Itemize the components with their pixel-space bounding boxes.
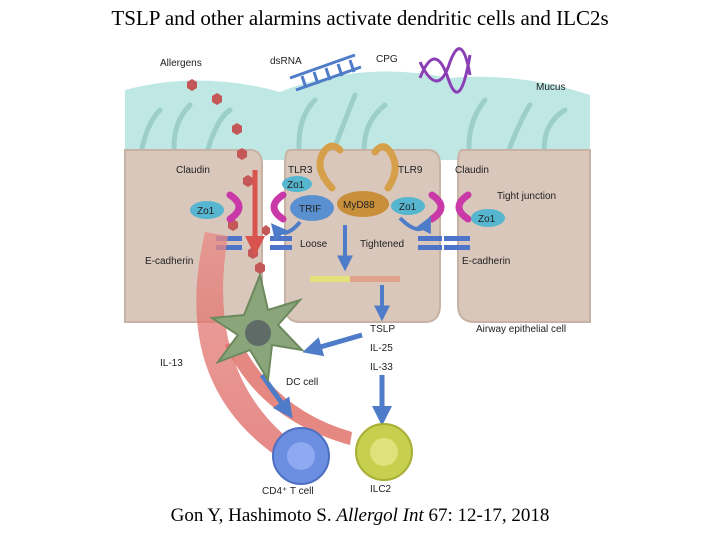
- il13-sweep: [196, 232, 290, 455]
- zo1-oval-right: [471, 209, 505, 227]
- label-zo1-mid: Zo1: [399, 202, 417, 213]
- label-dc-cell: DC cell: [286, 377, 318, 388]
- label-loose: Loose: [300, 239, 328, 250]
- zo1-oval-left: [190, 201, 224, 219]
- label-tlr3: TLR3: [288, 165, 313, 176]
- label-allergens: Allergens: [160, 58, 202, 69]
- label-zo1-left: Zo1: [197, 206, 215, 217]
- tlr9-receptor: [371, 143, 399, 192]
- citation-details: 67: 12-17, 2018: [428, 505, 550, 526]
- alarmin-pathway-diagram: Allergens dsRNA CPG Mucus Claudin TLR3 T…: [124, 47, 591, 497]
- label-ecadherin-left: E-cadherin: [145, 256, 193, 267]
- label-tight-junction: Tight junction: [497, 191, 556, 202]
- claudin-proteins: [226, 191, 472, 223]
- dendritic-cell: [209, 271, 305, 384]
- label-airway-epithelial-cell: Airway epithelial cell: [476, 324, 566, 335]
- tightened-arrow: [398, 216, 431, 235]
- myd88-oval: [337, 191, 389, 217]
- label-tslp: TSLP: [370, 324, 395, 335]
- label-ecadherin-right: E-cadherin: [462, 256, 510, 267]
- loose-arrow: [270, 220, 302, 241]
- dc-to-tcell-arrow: [259, 373, 293, 419]
- cpg-icon: [418, 47, 472, 94]
- trif-oval: [290, 195, 334, 221]
- label-zo1-tlr3: Zo1: [287, 180, 305, 191]
- tslp-to-dc-arrow: [302, 332, 363, 357]
- dsrna-icon: [289, 53, 362, 92]
- zo1-oval-tlr3: [282, 176, 312, 192]
- label-tlr9: TLR9: [398, 165, 423, 176]
- gene-bar-yellow: [310, 276, 350, 282]
- label-myd88: MyD88: [343, 200, 375, 211]
- label-il25: IL-25: [370, 343, 393, 354]
- label-claudin-left: Claudin: [176, 165, 210, 176]
- label-trif: TRIF: [299, 204, 321, 215]
- label-cd4-t-cell: CD4⁺ T cell: [262, 486, 314, 497]
- gene-bar-salmon: [350, 276, 400, 282]
- cd4-t-cell: [272, 427, 330, 485]
- label-il33: IL-33: [370, 362, 393, 373]
- citation: Gon Y, Hashimoto S. Allergol Int 67: 12-…: [0, 505, 720, 527]
- zo1-oval-mid: [391, 197, 425, 215]
- epithelial-cell-right: [457, 149, 591, 323]
- citation-authors: Gon Y, Hashimoto S.: [170, 505, 332, 526]
- label-cpg: CPG: [376, 54, 398, 65]
- label-zo1-right: Zo1: [478, 214, 496, 225]
- label-tightened: Tightened: [360, 239, 404, 250]
- label-ilc2: ILC2: [370, 484, 392, 495]
- label-dsrna: dsRNA: [270, 56, 302, 67]
- ilc2-cell: [355, 423, 413, 481]
- label-il13: IL-13: [160, 358, 183, 369]
- label-claudin-right: Claudin: [455, 165, 489, 176]
- mucus-layer: [125, 71, 590, 160]
- page-title: TSLP and other alarmins activate dendrit…: [111, 6, 609, 30]
- label-mucus: Mucus: [536, 82, 565, 93]
- tlr3-receptor: [316, 142, 344, 192]
- citation-journal: Allergol Int: [336, 505, 424, 526]
